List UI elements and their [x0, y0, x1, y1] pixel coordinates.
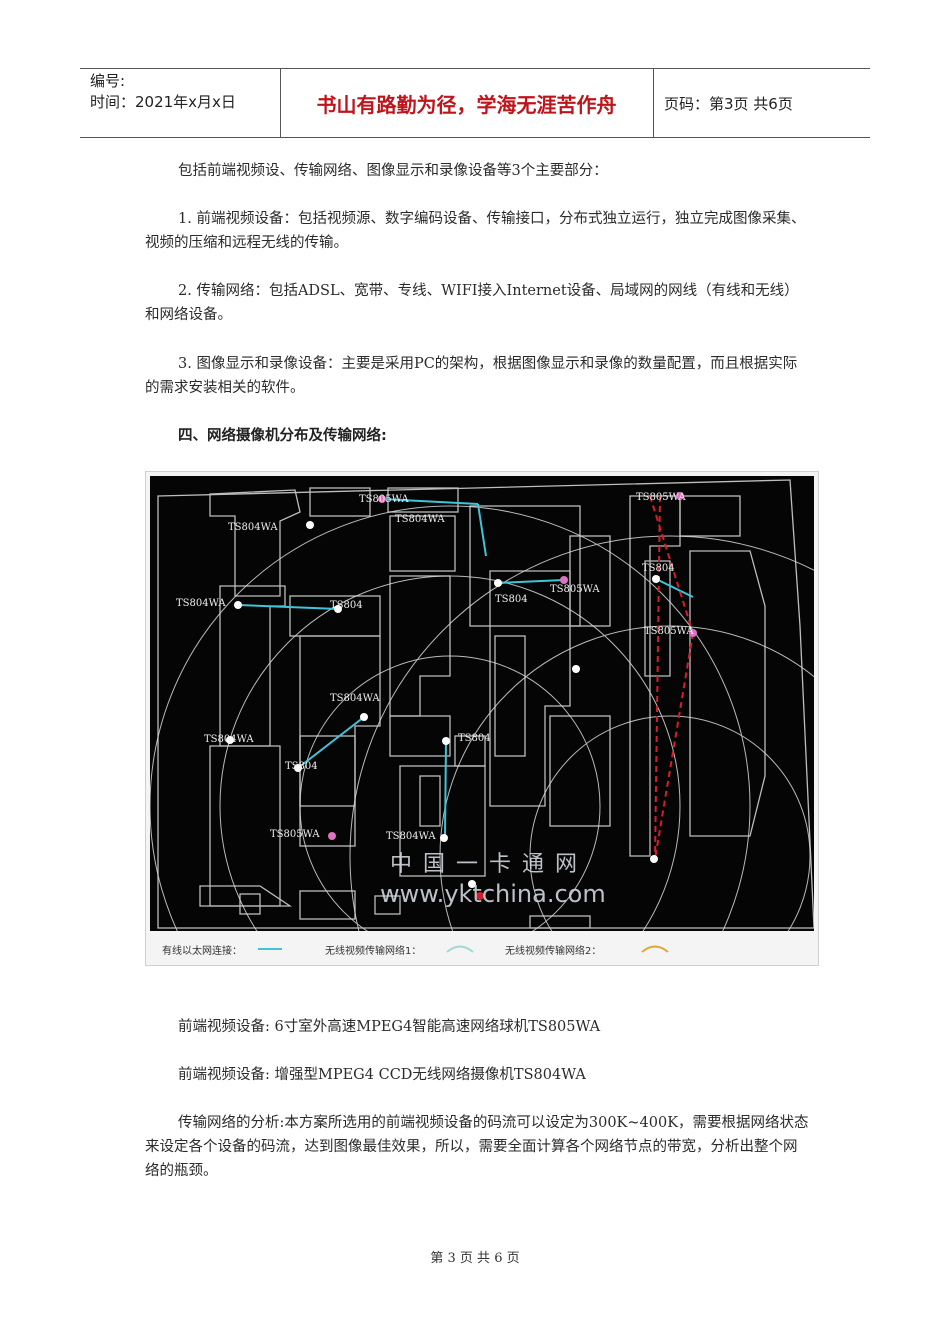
figure-legend: 有线以太网连接： 无线视频传输网络1： 无线视频传输网络2：: [150, 934, 814, 962]
section-heading: 四、网络摄像机分布及传输网络:: [178, 428, 387, 444]
header-divider-left: [280, 69, 281, 137]
map-label: TS805WA: [359, 494, 409, 505]
header-motto: 书山有路勤为径，学海无涯苦作舟: [316, 92, 617, 117]
item-1-paragraph: 1. 前端视频设备：包括视频源、数字编码设备、传输接口，分布式独立运行，独立完成…: [145, 211, 806, 251]
map-label: TS804: [495, 594, 528, 605]
page-footer: 第 3 页 共 6 页: [430, 1251, 520, 1266]
map-label: TS805WA: [270, 829, 320, 840]
map-label: TS804WA: [228, 522, 278, 533]
map-label: TS804: [330, 600, 363, 611]
header-divider-right: [653, 69, 654, 137]
map-label: TS804WA: [176, 598, 226, 609]
camera-network-figure: TS805WA TS804WA TS804WA TS804 TS805WA TS…: [145, 471, 819, 966]
header-meta: 编号: 时间：2021年x月x日: [90, 71, 280, 113]
device-2-paragraph: 前端视频设备: 增强型MPEG4 CCD无线网络摄像机TS804WA: [178, 1067, 586, 1083]
map-label: TS804WA: [386, 831, 436, 842]
device-1-paragraph: 前端视频设备: 6寸室外高速MPEG4智能高速网络球机TS805WA: [178, 1019, 601, 1035]
map-label: TS804WA: [330, 693, 380, 704]
page-header: 编号: 时间：2021年x月x日 书山有路勤为径，学海无涯苦作舟 页码：第3页 …: [80, 68, 870, 138]
legend-wireless-1: 无线视频传输网络1：: [325, 946, 422, 957]
map-label: TS804: [642, 563, 675, 574]
number-label: 编号:: [90, 72, 126, 90]
watermark-text: 中 国 一 卡 通 网: [390, 852, 579, 877]
legend-wireless-1-swatch: [446, 945, 474, 953]
map-label: TS805WA: [550, 584, 600, 595]
legend-wired: 有线以太网连接：: [162, 946, 242, 957]
intro-paragraph: 包括前端视频设、传输网络、图像显示和录像设备等3个主要部分：: [178, 163, 608, 179]
legend-wired-swatch: [258, 948, 282, 950]
item-3-paragraph: 3. 图像显示和录像设备：主要是采用PC的架构，根据图像显示和录像的数量配置，而…: [145, 356, 798, 396]
map-label: TS804WA: [395, 514, 445, 525]
site-map: TS805WA TS804WA TS804WA TS804 TS805WA TS…: [150, 476, 814, 931]
map-label: TS804WA: [204, 734, 254, 745]
header-page-info: 页码：第3页 共6页: [664, 94, 793, 113]
date-label: 时间：2021年x月x日: [90, 93, 236, 111]
analysis-paragraph: 传输网络的分析:本方案所选用的前端视频设备的码流可以设定为300K~400K，需…: [145, 1115, 809, 1179]
map-label: TS804: [458, 733, 491, 744]
item-2-paragraph: 2. 传输网络：包括ADSL、宽带、专线、WIFI接入Internet设备、局域…: [145, 283, 799, 323]
watermark-url: www.yktchina.com: [380, 880, 606, 908]
map-label: TS805WA: [644, 626, 694, 637]
map-label: TS804: [285, 761, 318, 772]
map-label: TS805WA: [636, 492, 686, 503]
legend-wireless-2: 无线视频传输网络2：: [505, 946, 602, 957]
legend-wireless-2-swatch: [641, 945, 669, 953]
